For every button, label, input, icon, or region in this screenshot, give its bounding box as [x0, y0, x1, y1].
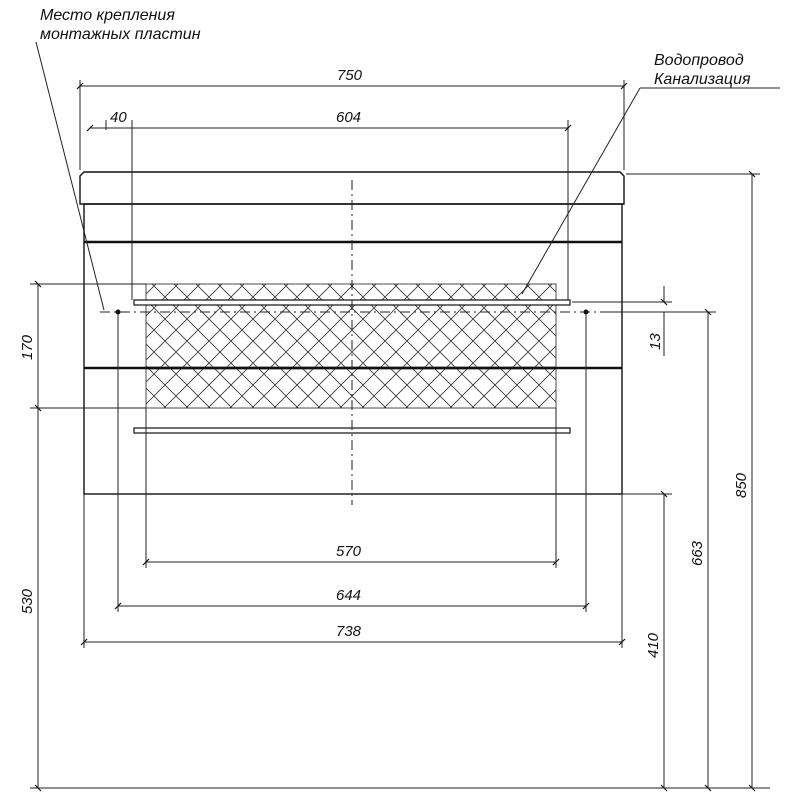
- dim-410-text: 410: [645, 632, 662, 658]
- dimension-40-604: [86, 120, 572, 300]
- dim-644-text: 644: [336, 587, 361, 604]
- dimension-663: [600, 308, 716, 792]
- dim-663-text: 663: [689, 540, 706, 566]
- countertop: [79, 171, 625, 205]
- mounting-label-line2: монтажных пластин: [40, 26, 201, 43]
- dim-40-text: 40: [110, 109, 127, 126]
- plumbing-label-line2: Канализация: [654, 71, 751, 88]
- dimension-410: [622, 490, 672, 792]
- dim-530-text: 530: [19, 588, 36, 614]
- dim-604-text: 604: [336, 109, 361, 126]
- dim-750-text: 750: [337, 67, 363, 84]
- dimension-738: [80, 494, 626, 648]
- dimension-644: [114, 314, 590, 612]
- mounting-leader: [35, 41, 105, 311]
- dim-570-text: 570: [336, 543, 362, 560]
- dim-850-text: 850: [733, 472, 750, 498]
- mounting-point-right: [583, 309, 589, 315]
- dimension-750: [76, 80, 628, 170]
- mounting-point-left: [115, 309, 121, 315]
- dim-170-text: 170: [19, 334, 36, 360]
- dim-738-text: 738: [336, 623, 362, 640]
- dimension-570: [142, 408, 560, 568]
- plumbing-leader: [521, 87, 780, 295]
- plumbing-label-line1: Водопровод: [654, 52, 744, 69]
- dim-13-text: 13: [647, 333, 664, 350]
- dimension-170: [30, 280, 146, 412]
- mounting-label-line1: Место крепления: [40, 7, 175, 24]
- dimension-850: [626, 170, 760, 792]
